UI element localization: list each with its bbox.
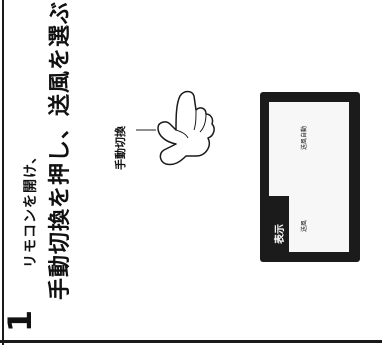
bottom-rule [0,340,382,343]
remote-display-panel: 表示 送風自動 送風 [260,92,360,262]
display-line-bottom: 送風 [301,219,308,232]
instruction-line-small: リモコンを開け、 [23,148,39,268]
display-tag: 表示 [269,196,289,252]
step-number: 1 [1,309,39,333]
pointing-hand-icon [136,90,215,166]
display-screen: 表示 送風自動 送風 [269,102,349,252]
instruction-line-big: 手動切換を押し、送風を選ぶ [48,0,73,300]
display-line-top: 送風自動 [301,125,308,150]
left-rule [2,0,4,345]
display-tag-label: 表示 [275,224,286,244]
manual-switch-label: 手動切換 [114,126,127,170]
